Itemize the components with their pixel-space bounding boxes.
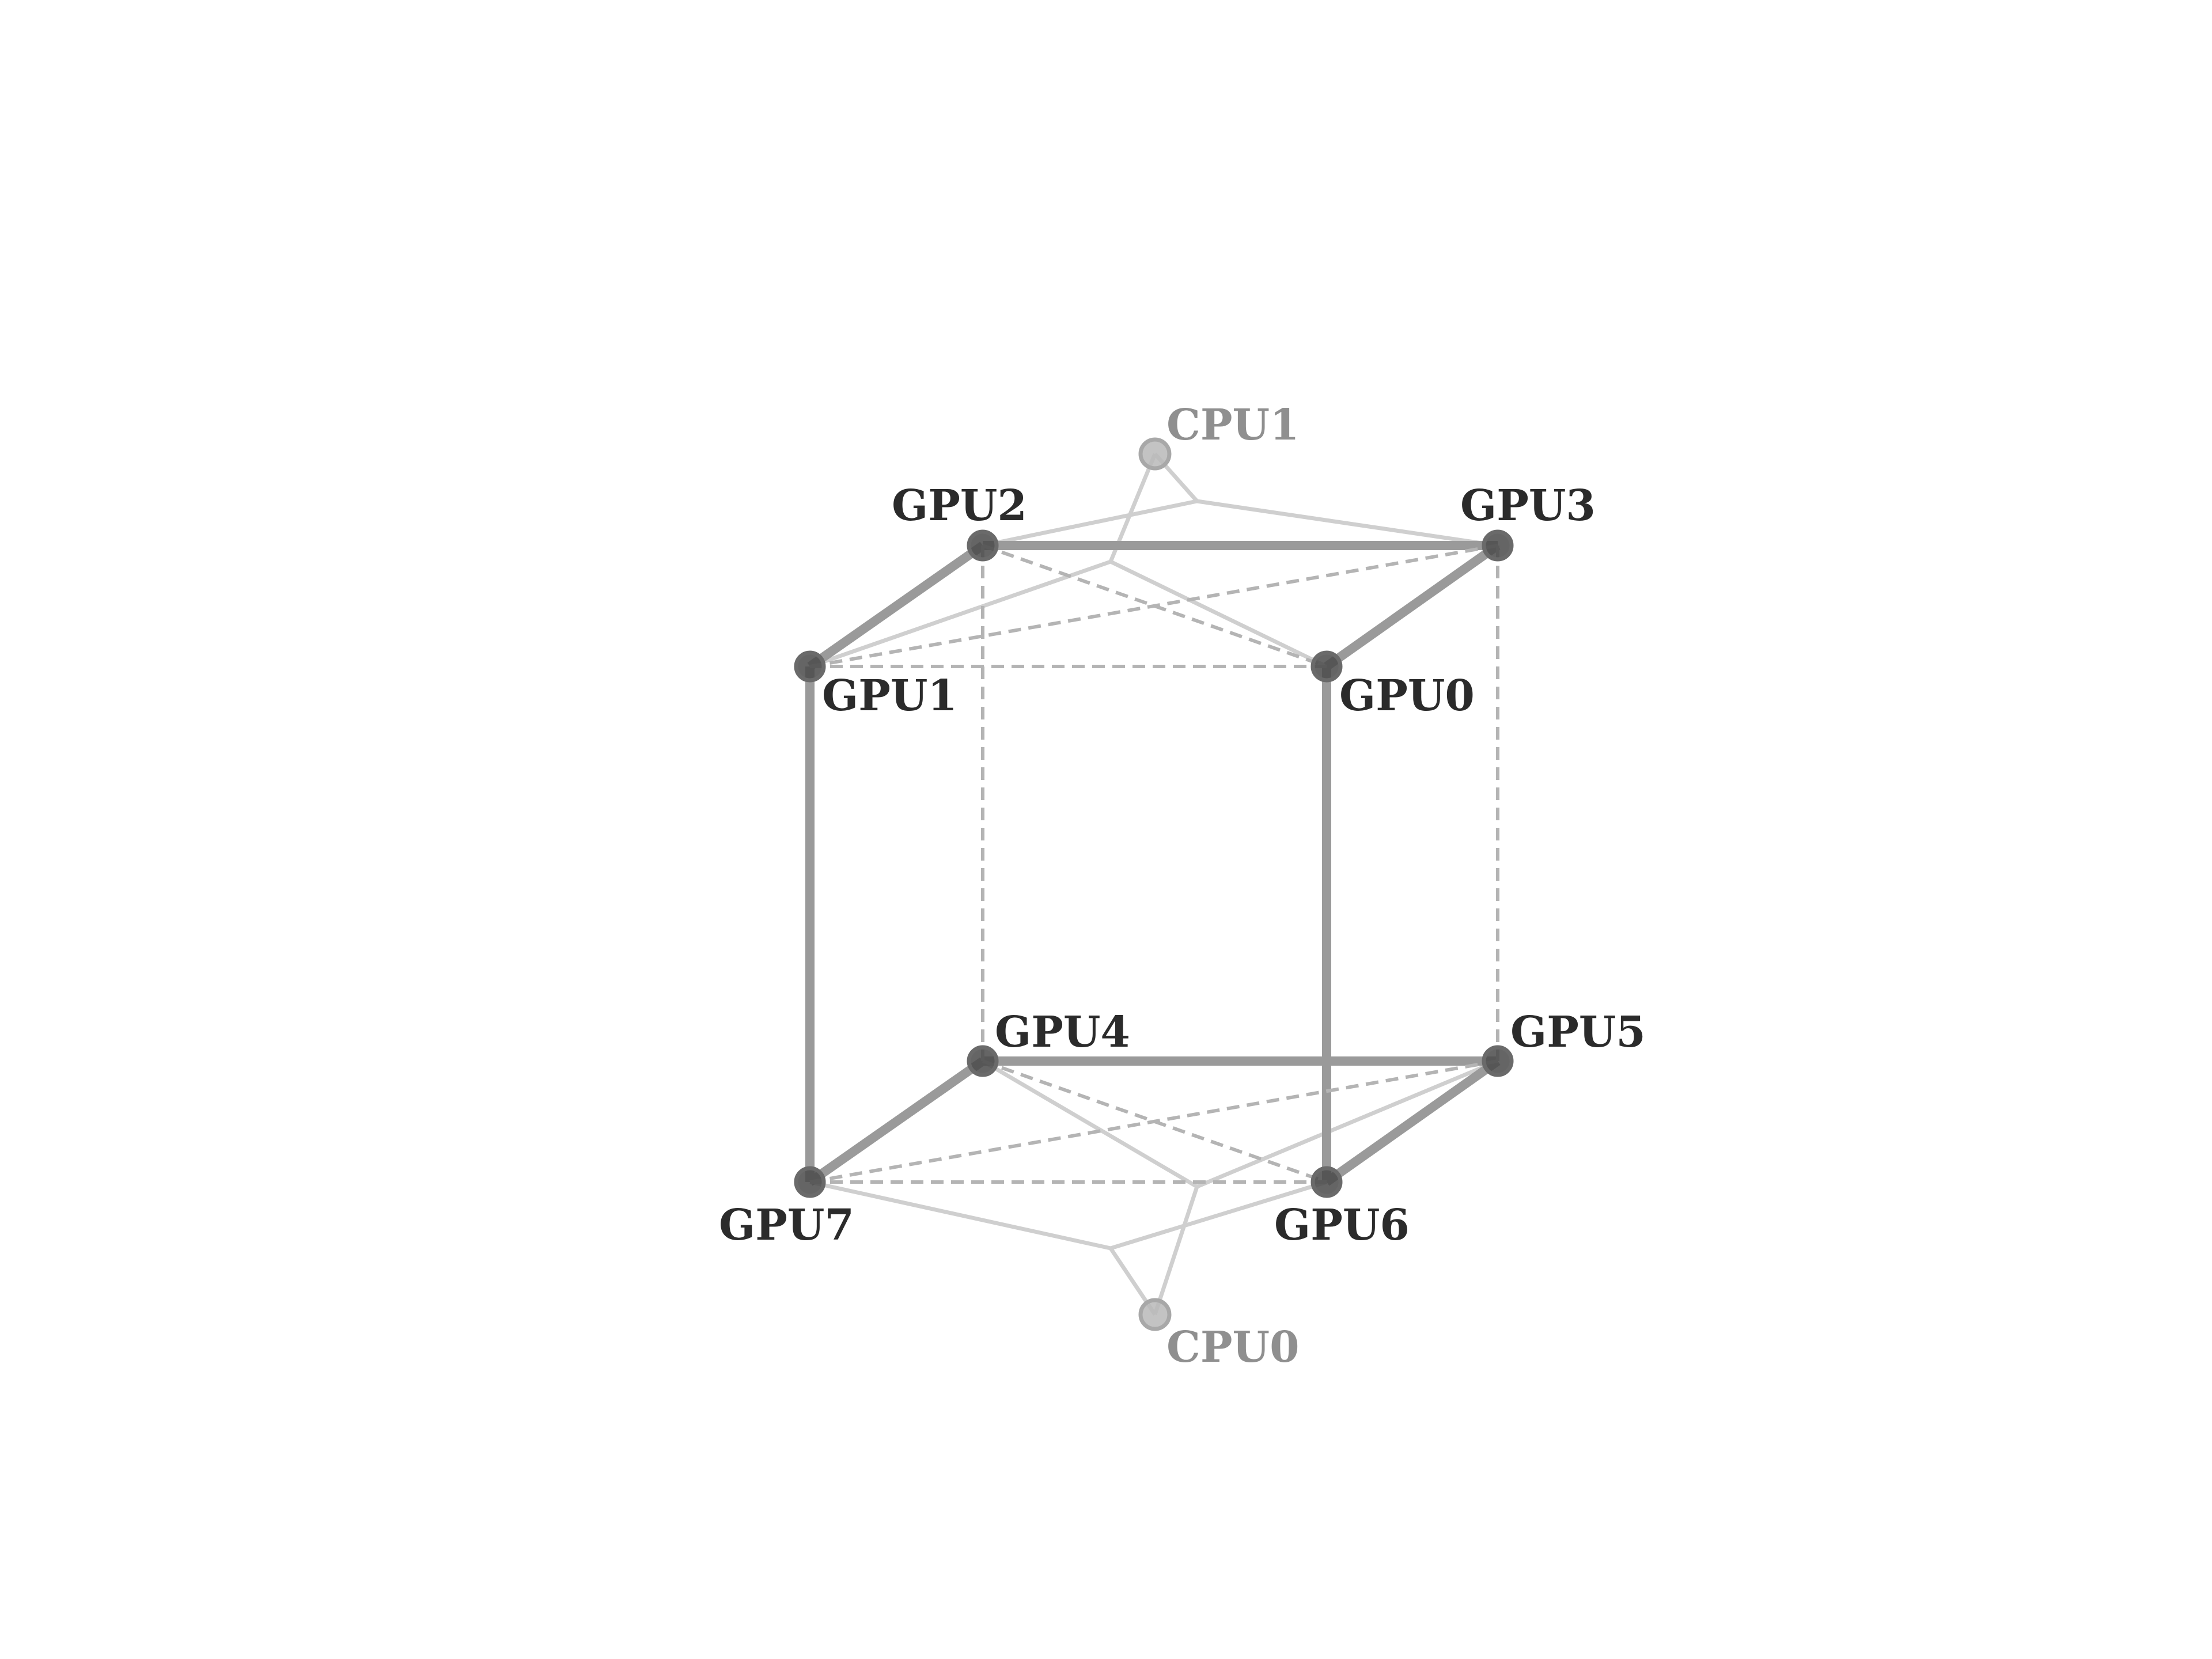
node-gpu0 xyxy=(1310,650,1343,683)
label-gpu0: GPU0 xyxy=(1339,671,1475,721)
node-gpu7 xyxy=(794,1166,826,1198)
label-gpu7: GPU7 xyxy=(719,1200,854,1250)
cpu-stem-cpu0-gpu4-gpu5 xyxy=(1153,1185,1199,1316)
node-gpu1 xyxy=(794,650,826,683)
node-cpu0 xyxy=(1138,1298,1172,1331)
node-cpu1 xyxy=(1138,437,1172,471)
label-cpu1: CPU1 xyxy=(1166,400,1300,450)
dashed-link-gpu7-gpu5 xyxy=(809,1059,1498,1184)
label-gpu2: GPU2 xyxy=(892,481,1027,531)
cpu-link-cpu0-gpu7-gpu6 xyxy=(809,1180,1328,1251)
link-gpu7-gpu4 xyxy=(807,1057,986,1186)
node-gpu3 xyxy=(1482,529,1514,562)
cpu-link-cpu1-gpu2-gpu3 xyxy=(982,499,1498,548)
label-cpu0: CPU0 xyxy=(1166,1323,1300,1372)
node-layer xyxy=(794,437,1514,1331)
link-gpu3-gpu0 xyxy=(1324,541,1501,671)
label-gpu1: GPU1 xyxy=(822,671,957,721)
link-gpu5-gpu6 xyxy=(1324,1057,1501,1186)
node-gpu6 xyxy=(1310,1166,1343,1198)
dashed-link-gpu1-gpu3 xyxy=(809,544,1498,668)
label-gpu3: GPU3 xyxy=(1460,481,1596,531)
cpu-link-layer xyxy=(809,452,1499,1316)
edge-layer xyxy=(805,541,1501,1186)
label-gpu6: GPU6 xyxy=(1274,1200,1410,1250)
node-gpu4 xyxy=(967,1045,999,1077)
node-gpu2 xyxy=(967,529,999,562)
node-gpu5 xyxy=(1482,1045,1514,1077)
link-gpu1-gpu2 xyxy=(807,541,986,671)
label-gpu4: GPU4 xyxy=(995,1007,1130,1057)
label-gpu5: GPU5 xyxy=(1510,1007,1646,1057)
cpu-link-cpu0-gpu4-gpu5 xyxy=(982,1059,1499,1189)
